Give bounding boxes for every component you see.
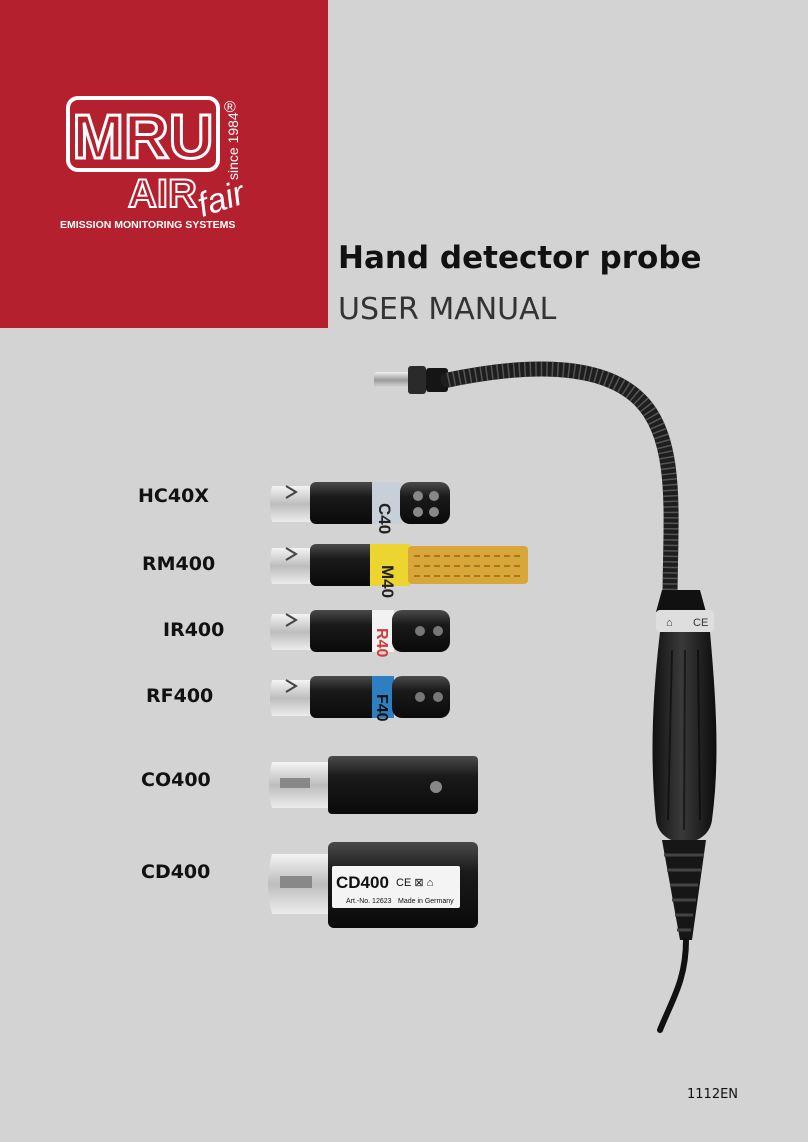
- sensor-co400: [269, 756, 478, 814]
- sensor-cd400-label: [332, 866, 460, 908]
- logo-fair-text: fair: [193, 173, 251, 224]
- sensor-rf400: F40: [270, 676, 450, 722]
- sensor-hc40x-tag: C40: [375, 503, 394, 534]
- probe-label-rf400: RF400: [146, 685, 214, 707]
- svg-text:CE ⊠ ⌂: CE ⊠ ⌂: [396, 877, 433, 889]
- probe-label-ir400: IR400: [163, 619, 225, 641]
- sensor-cd400-tag: CD400: [336, 873, 389, 892]
- probe-label-rm400: RM400: [142, 553, 216, 575]
- probe-label-hc40x: HC40X: [138, 485, 209, 507]
- probe-cable: [657, 937, 689, 1033]
- probe-connector: [374, 372, 410, 388]
- brand-color-block: [0, 0, 328, 328]
- page-subtitle: USER MANUAL: [338, 292, 557, 327]
- sensor-rf400-tag: F40: [373, 694, 390, 722]
- document-code: 1112EN: [687, 1087, 739, 1102]
- sensor-cd400: CD400 CE ⊠ ⌂ Art.-No. 12623 Made in Germ…: [268, 842, 478, 928]
- logo-tagline: EMISSION MONITORING SYSTEMS: [60, 219, 235, 231]
- logo-brand-text: MRU: [72, 103, 213, 172]
- probe-label-band: [656, 610, 714, 632]
- sensor-hc40x: C40: [270, 482, 450, 534]
- sensor-ir400: R40: [270, 610, 450, 657]
- sensor-rm400-element: [408, 546, 528, 584]
- probe-gooseneck: [440, 361, 679, 608]
- sensor-cd400-made: Made in Germany: [398, 898, 454, 905]
- probe-handle: [652, 632, 717, 843]
- sensor-rm400: M40: [270, 544, 528, 598]
- svg-text:⌂: ⌂: [666, 617, 673, 629]
- gooseneck-probe: ⌂ CE: [374, 361, 717, 1033]
- sensor-ir400-tag: R40: [373, 628, 390, 657]
- logo-air-text: AIR: [128, 172, 197, 216]
- sensor-rm400-tag: M40: [378, 565, 397, 598]
- svg-text:CE: CE: [693, 617, 708, 629]
- mru-air-fair-logo: MRU since 1984 ® AIR fair EMISSION MONIT…: [56, 92, 266, 242]
- probe-connector-nut: [408, 366, 426, 394]
- logo-since-text: since 1984: [225, 112, 241, 180]
- probe-strain-relief: [662, 840, 706, 940]
- sensor-cd400-art: Art.-No. 12623: [346, 898, 392, 905]
- logo-registered-mark: ®: [224, 99, 236, 116]
- page-title: Hand detector probe: [338, 240, 702, 276]
- probe-label-co400: CO400: [141, 769, 211, 791]
- probe-label-cd400: CD400: [141, 861, 211, 883]
